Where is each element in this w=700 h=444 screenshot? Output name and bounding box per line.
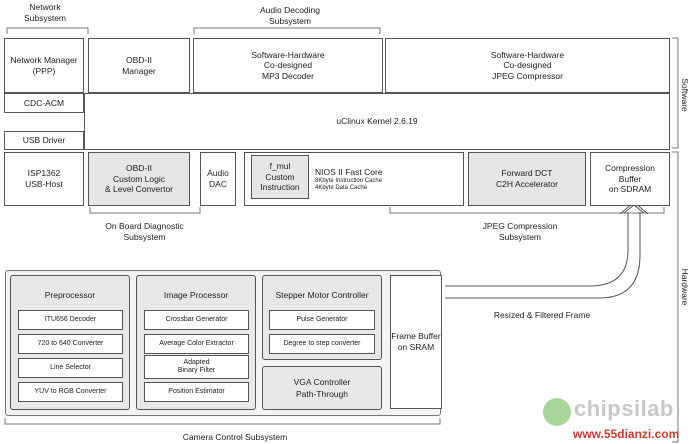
forward-dct-box: Forward DCT C2H Accelerator: [468, 152, 586, 206]
compression-buffer-box: Compression Buffer on SDRAM: [590, 152, 670, 206]
obd-logic-box: OBD-II Custom Logic & Level Convertor: [88, 152, 190, 206]
nios-title: NIOS II Fast Core: [315, 167, 383, 177]
image-processor-title: Image Processor: [163, 290, 229, 300]
position-estimator-box: Position Estimator: [144, 382, 249, 402]
network-subsystem-label: Network Subsystem: [23, 2, 67, 23]
itu656-decoder-box: ITU656 Decoder: [18, 310, 123, 330]
watermark-url: www.55dianzi.com: [573, 427, 680, 441]
vga-subtitle: Path-Through: [296, 389, 348, 399]
cdc-acm-box: CDC-ACM: [4, 93, 84, 113]
stepper-title: Stepper Motor Controller: [275, 290, 369, 300]
yuv-rgb-converter-box: YUV to RGB Converter: [18, 382, 123, 402]
isp1362-box: ISP1362 USB-Host: [4, 152, 84, 206]
watermark-logo: chipsilab: [574, 396, 674, 421]
obd-subsystem-label: On Board Diagnostic Subsystem: [105, 221, 184, 242]
nios-dcache: 4Kbyte Data Cache: [315, 185, 368, 191]
usb-driver-box: USB Driver: [4, 131, 84, 150]
resized-frame-label: Resized & Filtered Frame: [493, 310, 591, 320]
jpeg-compressor-box: Software-Hardware Co-designed JPEG Compr…: [385, 38, 670, 93]
kernel-box: uClinux Kernel 2.6.19: [84, 93, 670, 150]
pulse-generator-box: Pulse Generator: [269, 310, 375, 330]
watermark-logo-icon: [543, 398, 571, 426]
audio-subsystem-label: Audio Decoding Subsystem: [259, 5, 320, 26]
jpeg-subsystem-label: JPEG Compression Subsystem: [482, 221, 558, 242]
vga-title: VGA Controller: [293, 377, 351, 387]
kernel-label: uClinux Kernel 2.6.19: [336, 116, 418, 127]
obd-manager-box: OBD-II Manager: [88, 38, 190, 93]
f-mul-box: f_mul Custom Instruction: [251, 155, 309, 199]
binary-filter-box: Adapted Binary Filter: [144, 355, 249, 379]
audio-dac-box: Audio DAC: [200, 152, 236, 206]
preprocessor-title: Preprocessor: [44, 290, 96, 300]
frame-buffer-box: Frame Buffer on SRAM: [390, 275, 442, 409]
vga-controller-panel: VGA Controller Path-Through: [262, 366, 382, 410]
crossbar-generator-box: Crossbar Generator: [144, 310, 249, 330]
hardware-side-label: Hardware: [680, 268, 690, 306]
line-selector-box: Line Selector: [18, 358, 123, 378]
degree-step-converter-box: Degree to step converter: [269, 334, 375, 354]
software-side-label: Software: [680, 78, 690, 112]
mp3-decoder-box: Software-Hardware Co-designed MP3 Decode…: [193, 38, 383, 93]
camera-subsystem-label: Camera Control Subsystem: [182, 432, 288, 442]
nios-icache: 8Kbyte Instruction Cache: [315, 178, 383, 184]
network-manager-box: Network Manager (PPP): [4, 38, 84, 93]
average-color-extractor-box: Average Color Extractor: [144, 334, 249, 354]
720-640-converter-box: 720 to 640 Converter: [18, 334, 123, 354]
